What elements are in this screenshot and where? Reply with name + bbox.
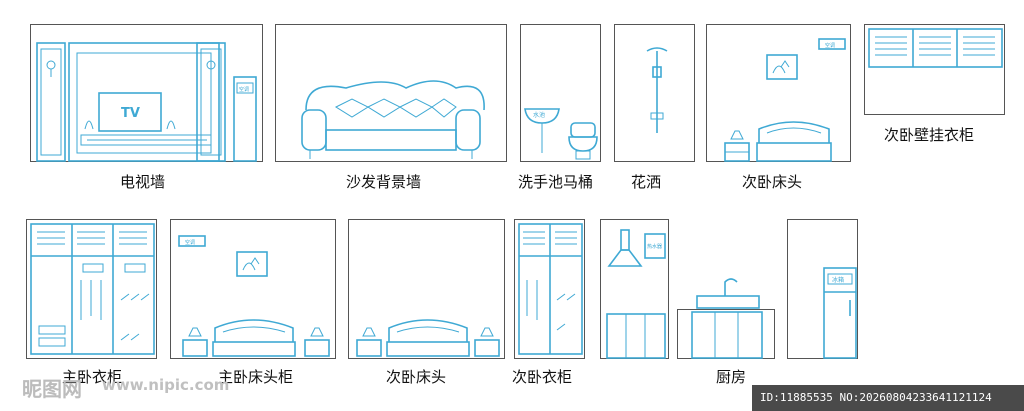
guest-bed-top-drawing: 空调 xyxy=(724,38,846,162)
caption-guest-bed-bottom: 次卧床头 xyxy=(386,368,447,386)
caption-guest-wall-wardrobe: 次卧壁挂衣柜 xyxy=(884,126,975,144)
shower-panel xyxy=(614,24,695,162)
kitchen-sink-panel xyxy=(677,309,775,359)
caption-master-bed: 主卧床头柜 xyxy=(218,368,294,386)
sofa-drawing xyxy=(301,80,485,159)
caption-guest-wardrobe: 次卧衣柜 xyxy=(512,368,573,386)
caption-kitchen: 厨房 xyxy=(716,368,747,386)
ac-label-guest: 空调 xyxy=(825,42,835,49)
shower-drawing xyxy=(646,47,668,133)
caption-guest-bed-top: 次卧床头 xyxy=(742,173,803,191)
master-wardrobe-drawing xyxy=(30,223,155,355)
caption-basin-toilet: 洗手池马桶 xyxy=(518,173,594,191)
sofa-wall-panel xyxy=(275,24,507,162)
guest-wardrobe-panel xyxy=(514,219,585,359)
fridge-drawing: 冰箱 xyxy=(823,267,857,359)
tv-label: TV xyxy=(121,106,140,121)
basin-label: 水池 xyxy=(533,111,545,119)
guest-wall-wardrobe-panel xyxy=(864,24,1005,115)
caption-master-wardrobe: 主卧衣柜 xyxy=(62,368,123,386)
caption-shower: 花洒 xyxy=(631,173,662,191)
fridge-label: 冰箱 xyxy=(832,276,844,284)
basin-toilet-panel: 水池 xyxy=(520,24,601,162)
caption-sofa-wall: 沙发背景墙 xyxy=(346,173,422,191)
kitchen-sink-drawing xyxy=(691,311,763,359)
guest-wall-wardrobe-drawing xyxy=(868,28,1003,68)
caption-tv-wall: 电视墙 xyxy=(120,173,166,191)
master-wardrobe-panel xyxy=(26,219,157,359)
guest-bed-bottom-drawing xyxy=(356,319,500,357)
ac-label: 空调 xyxy=(239,86,249,93)
guest-bed-top-panel: 空调 xyxy=(706,24,851,162)
watermark-site-cn: 昵图网 xyxy=(22,377,82,401)
basin-toilet-drawing: 水池 xyxy=(524,108,598,160)
master-bed-panel: 空调 xyxy=(170,219,336,359)
kitchen-hood-drawing: 热水器 xyxy=(606,229,666,359)
master-bed-drawing: 空调 xyxy=(178,235,330,357)
kitchen-hood-panel: 热水器 xyxy=(600,219,669,359)
heater-label: 热水器 xyxy=(647,243,662,250)
ac-label-master: 空调 xyxy=(185,239,195,246)
watermark-site-url: www.nipic.com xyxy=(102,376,230,394)
tv-wall-drawing: TV 空调 xyxy=(36,42,257,162)
watermark-id: ID:11885535 NO:20260804233641121124 xyxy=(752,385,1024,411)
tv-wall-panel: TV 空调 xyxy=(30,24,263,162)
guest-wardrobe-drawing xyxy=(518,223,583,355)
fridge-panel: 冰箱 xyxy=(787,219,858,359)
guest-bed-bottom-panel xyxy=(348,219,505,359)
kitchen-counter-drawing xyxy=(696,278,760,309)
